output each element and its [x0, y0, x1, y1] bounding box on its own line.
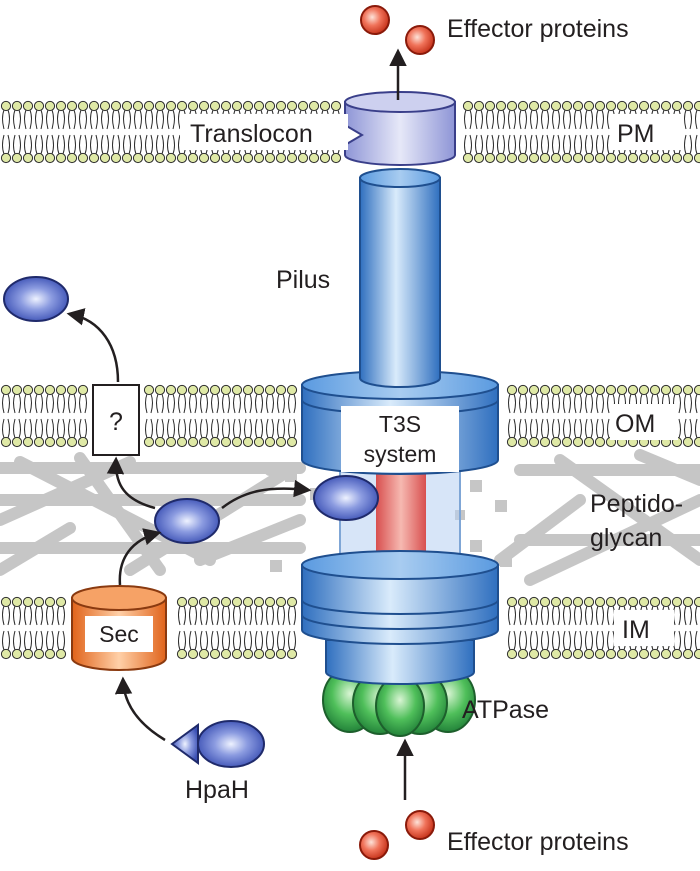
peptidoglycan-label-line1: Peptido-: [590, 490, 683, 518]
sec-label: Sec: [99, 621, 139, 647]
blue-proteins: [3, 276, 379, 768]
t3s-label-line1: T3S: [379, 411, 421, 437]
om-label-bg: [610, 404, 678, 440]
arrows: [66, 48, 414, 800]
effector-proteins: [359, 5, 435, 860]
to-om-arrow: [106, 456, 156, 510]
hpah-signal-triangle: [170, 723, 199, 765]
peptidoglycan-dots: [270, 470, 512, 572]
hpah-to-sec-arrow: [114, 676, 166, 742]
t3s-label-line2: system: [364, 441, 437, 467]
sec-label-bg: [85, 616, 153, 652]
inner-rod: [376, 470, 426, 565]
sec-to-periplasm-arrow: [118, 528, 162, 586]
atpase-label: ATPase: [462, 696, 549, 724]
translocon-label: Translocon: [190, 120, 313, 148]
im-label-bg: [614, 610, 674, 646]
to-t3s-arrow: [221, 479, 312, 509]
pm-label: PM: [617, 120, 655, 148]
hpah-label: HpaH: [185, 776, 249, 804]
periplasmic-protein: [154, 498, 220, 544]
membranes: [0, 100, 700, 660]
pilus: [359, 168, 441, 388]
translocon: [344, 91, 456, 166]
im-label: IM: [622, 616, 650, 644]
effector-top-label: Effector proteins: [447, 15, 629, 43]
t3s-bound-protein: [313, 475, 379, 521]
unknown-transporter-label: ?: [109, 408, 123, 436]
secreted-protein: [3, 276, 69, 322]
pilus-label: Pilus: [276, 266, 330, 294]
om-label: OM: [615, 410, 655, 438]
peptidoglycan-label-line2: glycan: [590, 524, 662, 552]
pm-label-bg: [611, 114, 681, 150]
atpase-complex: [322, 667, 476, 737]
peptidoglycan-mesh: [0, 449, 700, 586]
t3s-label-bg: [341, 406, 459, 472]
translocon-label-bg: [180, 114, 348, 150]
om-export-arrow: [66, 308, 120, 383]
unknown-transporter: [92, 384, 140, 456]
t3s-basal-rings: [301, 550, 499, 685]
effector-bottom-label: Effector proteins: [447, 828, 629, 856]
hpah-protein: [197, 720, 265, 768]
